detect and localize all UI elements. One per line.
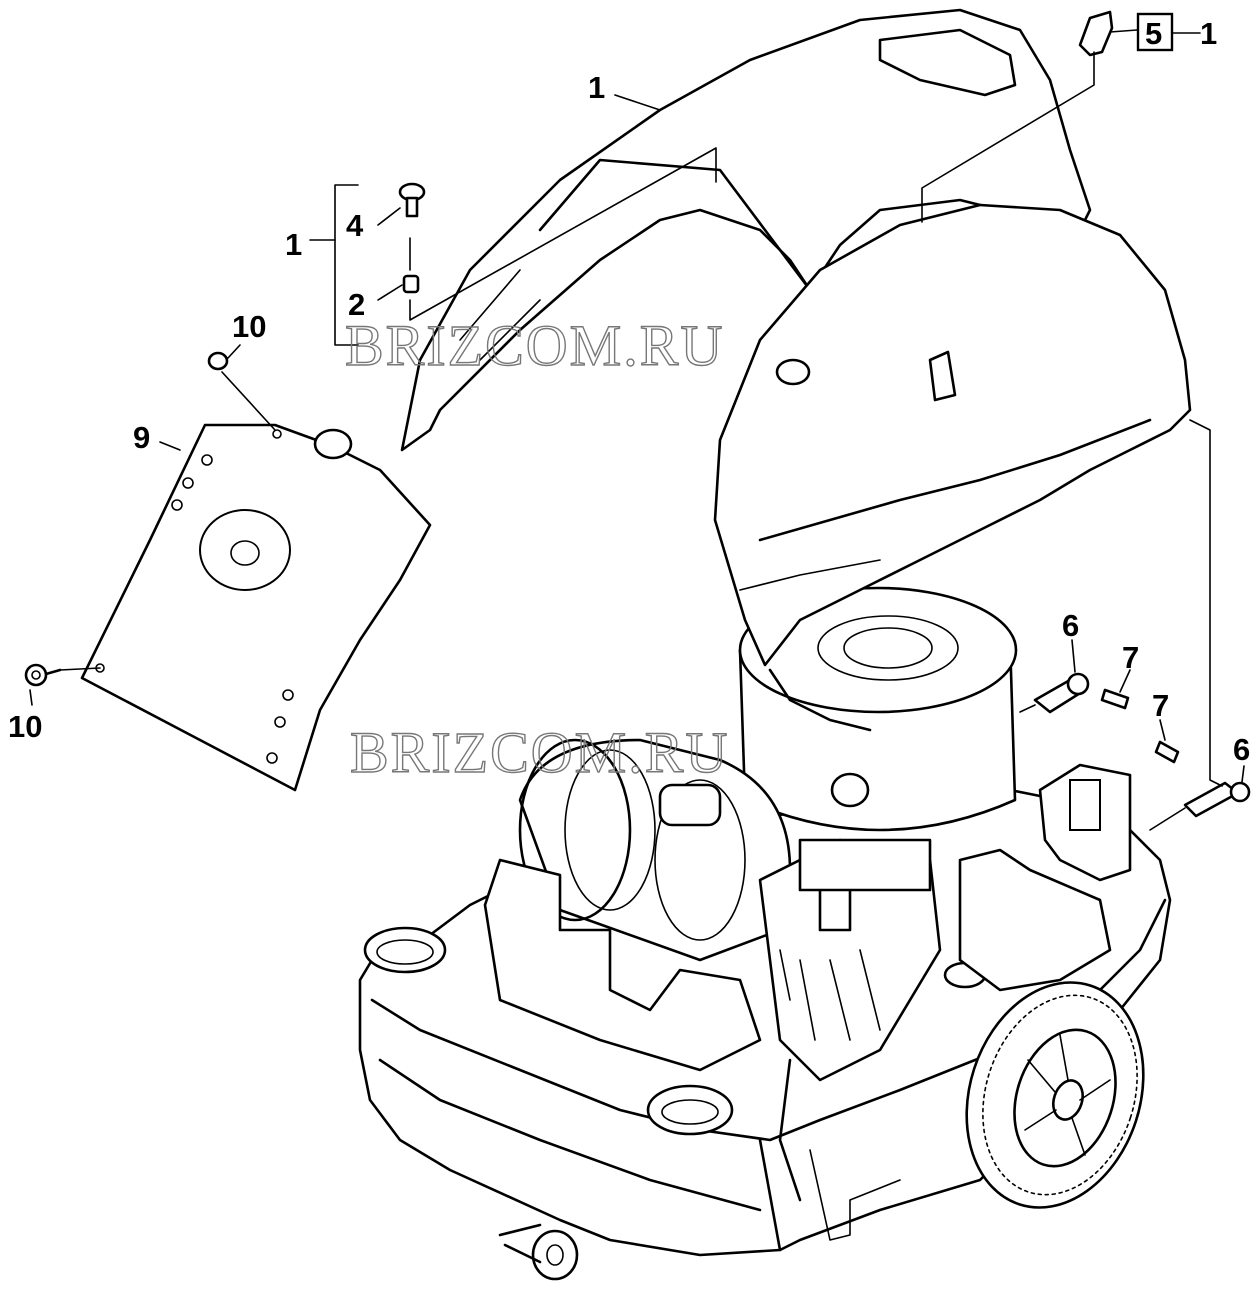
callout-screw-7-top: 7 [1122,640,1139,675]
boiler-cylinder [738,586,1018,832]
chassis-inner-walls [483,763,1132,1072]
callout-fitting-6-right: 6 [1233,732,1250,767]
callout-fitting-6-top: 6 [1062,608,1079,643]
callout-handle-5-box [1136,12,1174,52]
callout-screw-10-top: 10 [232,309,266,344]
callout-screw-4: 4 [346,208,364,243]
watermark-top: BRIZCOM.RU [345,313,724,378]
screw-7-right-part [1154,740,1180,764]
fitting-6-right-part [1183,781,1251,818]
leader-lines [29,29,1245,831]
motor [518,738,792,962]
handle-5-part [1078,10,1114,57]
callout-screw-group: 1 [285,227,302,262]
fitting-6-top-part [1033,672,1090,714]
pump-assembly [758,772,942,1202]
nut-2-part [402,274,420,294]
callout-top-cover: 1 [588,70,605,105]
callout-handle-group: 1 [1200,16,1217,51]
screw-10-left-part [24,663,62,687]
caster-wheel [498,1223,579,1281]
callout-screw-7-right: 7 [1152,688,1169,723]
side-panel [80,423,432,792]
callout-screw-10-left: 10 [8,709,42,744]
top-cover-front [713,203,1192,667]
callout-handle-5: 5 [1145,16,1162,51]
screw-4-part [398,182,426,218]
screw-10-top-part [207,351,229,371]
watermark-middle: BRIZCOM.RU [350,720,729,785]
callout-screw-2: 2 [348,287,365,322]
callout-panel-9: 9 [133,420,150,455]
wheel [965,981,1145,1209]
screw-7-top-part [1100,688,1130,710]
